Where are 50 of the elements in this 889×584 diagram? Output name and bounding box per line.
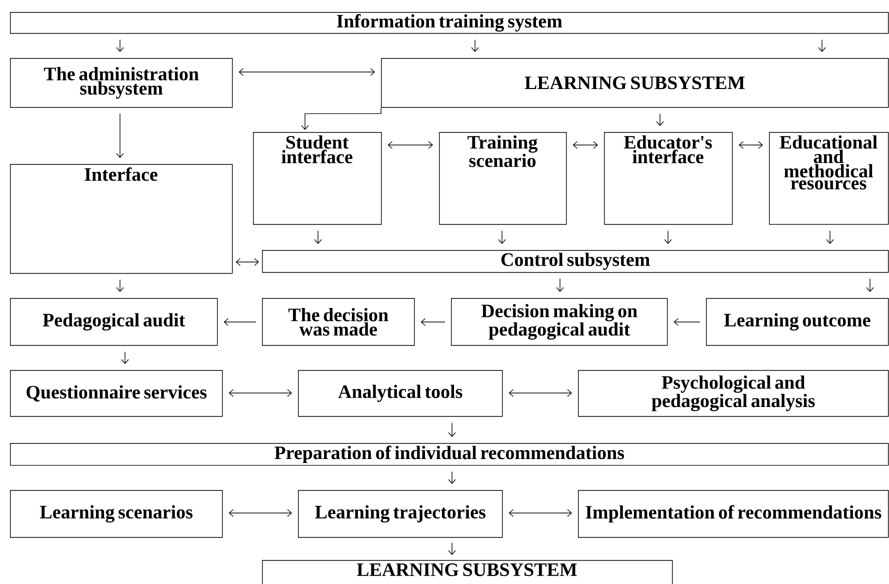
arrow [738,141,763,149]
arrow [508,509,572,517]
process-bar: Preparation of individual recommendations [10,443,889,466]
arrow [238,68,375,76]
process-box: The administration subsystem [10,58,233,108]
process-box: Psychological and pedagogical analysis [578,370,889,417]
process-box: Educational and methodical resources [769,132,889,225]
arrow [301,107,382,130]
process-bar: Control subsystem [262,250,889,273]
process-box: Interface [10,164,233,274]
arrow [448,542,456,555]
process-box: LEARNING SUBSYSTEM [262,560,673,584]
arrow [656,113,664,126]
arrow [116,279,124,292]
process-box: Educator's interface [604,132,733,225]
process-box: Student interface [253,132,382,225]
arrow [572,141,598,149]
process-box: Implementation of recommendations [578,490,889,538]
arrow [236,258,259,266]
process-box: Learning trajectories [298,490,503,538]
arrow [818,39,826,52]
arrow [314,230,322,244]
arrow [498,230,506,244]
arrow [121,351,129,364]
arrow [674,318,700,326]
process-box: Pedagogical audit [10,298,218,346]
arrow [420,318,446,326]
arrow [866,278,874,292]
arrow [116,113,124,158]
process-box: Questionnaire services [10,370,223,417]
arrow [471,39,479,52]
process-box: LEARNING SUBSYSTEM [381,58,889,108]
arrow [224,318,256,326]
arrow [826,230,834,244]
arrow [116,39,124,52]
process-box: The decision was made [262,298,415,346]
arrow [664,230,672,244]
arrow [448,422,456,437]
arrow [448,471,456,484]
process-box: Learning outcome [706,298,889,346]
arrow [556,278,564,292]
arrow [228,509,292,517]
arrow [228,389,292,397]
arrow [388,141,433,149]
title-bar: Information training system [10,12,889,34]
process-box: Training scenario [439,132,567,225]
process-box: Decision making on pedagogical audit [451,298,668,346]
process-box: Learning scenarios [10,490,223,538]
arrow [508,389,572,397]
process-box: Analytical tools [298,370,503,417]
